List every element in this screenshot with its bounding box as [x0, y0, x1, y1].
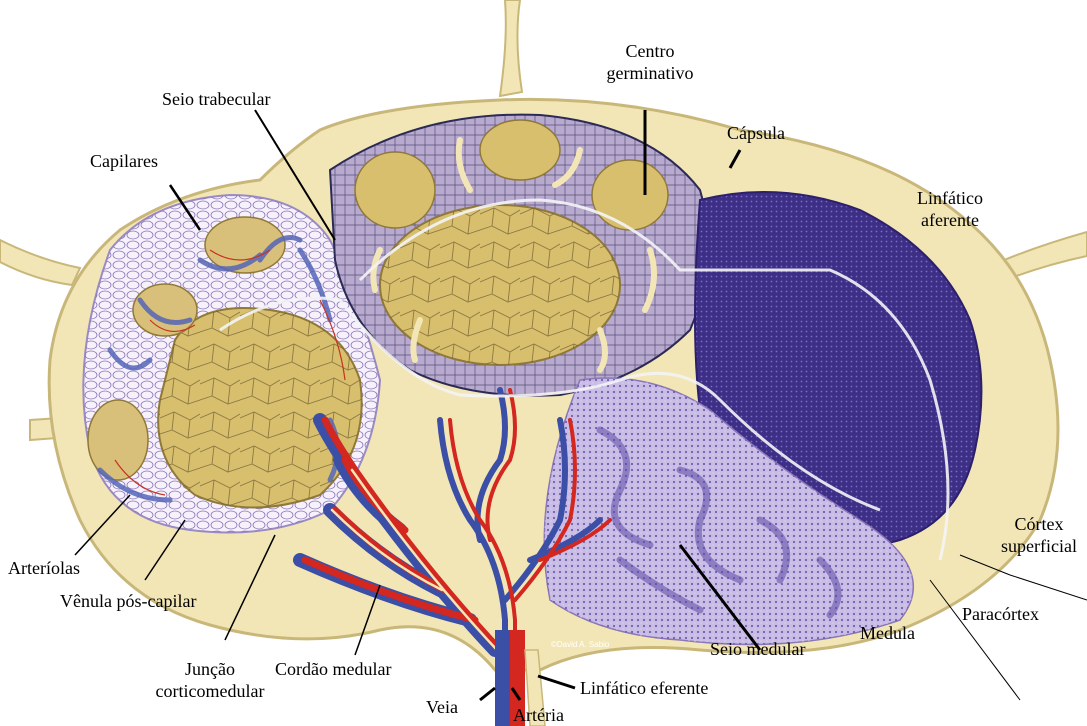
label-capilares: Capilares — [90, 150, 158, 172]
label-cordao-medular: Cordão medular — [275, 658, 391, 680]
label-arteriolas: Arteríolas — [8, 557, 80, 579]
label-seio-trabecular: Seio trabecular — [162, 88, 270, 110]
label-cortex-superficial-line2: superficial — [993, 535, 1085, 557]
illustrator-credit: ©David A. Sabio — [551, 640, 609, 649]
label-linfatico-aferente-line2: aferente — [905, 209, 995, 231]
label-centro-germinativo-line2: germinativo — [605, 62, 695, 84]
label-juncao-line2: corticomedular — [140, 680, 280, 702]
label-capsula: Cápsula — [727, 122, 785, 144]
label-juncao-corticomedular: Junção corticomedular — [140, 658, 280, 702]
label-arteria: Artéria — [513, 704, 564, 726]
label-cortex-superficial-line1: Córtex — [993, 513, 1085, 535]
label-linfatico-aferente: Linfático aferente — [905, 187, 995, 231]
label-linfatico-aferente-line1: Linfático — [905, 187, 995, 209]
label-venula-pos-capilar: Vênula pós-capilar — [60, 590, 196, 612]
label-juncao-line1: Junção — [140, 658, 280, 680]
label-veia: Veia — [426, 696, 458, 718]
label-seio-medular: Seio medular — [710, 638, 805, 660]
label-medula: Medula — [860, 622, 915, 644]
label-paracortex: Paracórtex — [962, 603, 1039, 625]
label-centro-germinativo-line1: Centro — [605, 40, 695, 62]
label-linfatico-eferente: Linfático eferente — [580, 677, 708, 699]
label-centro-germinativo: Centro germinativo — [605, 40, 695, 84]
label-cortex-superficial: Córtex superficial — [993, 513, 1085, 557]
